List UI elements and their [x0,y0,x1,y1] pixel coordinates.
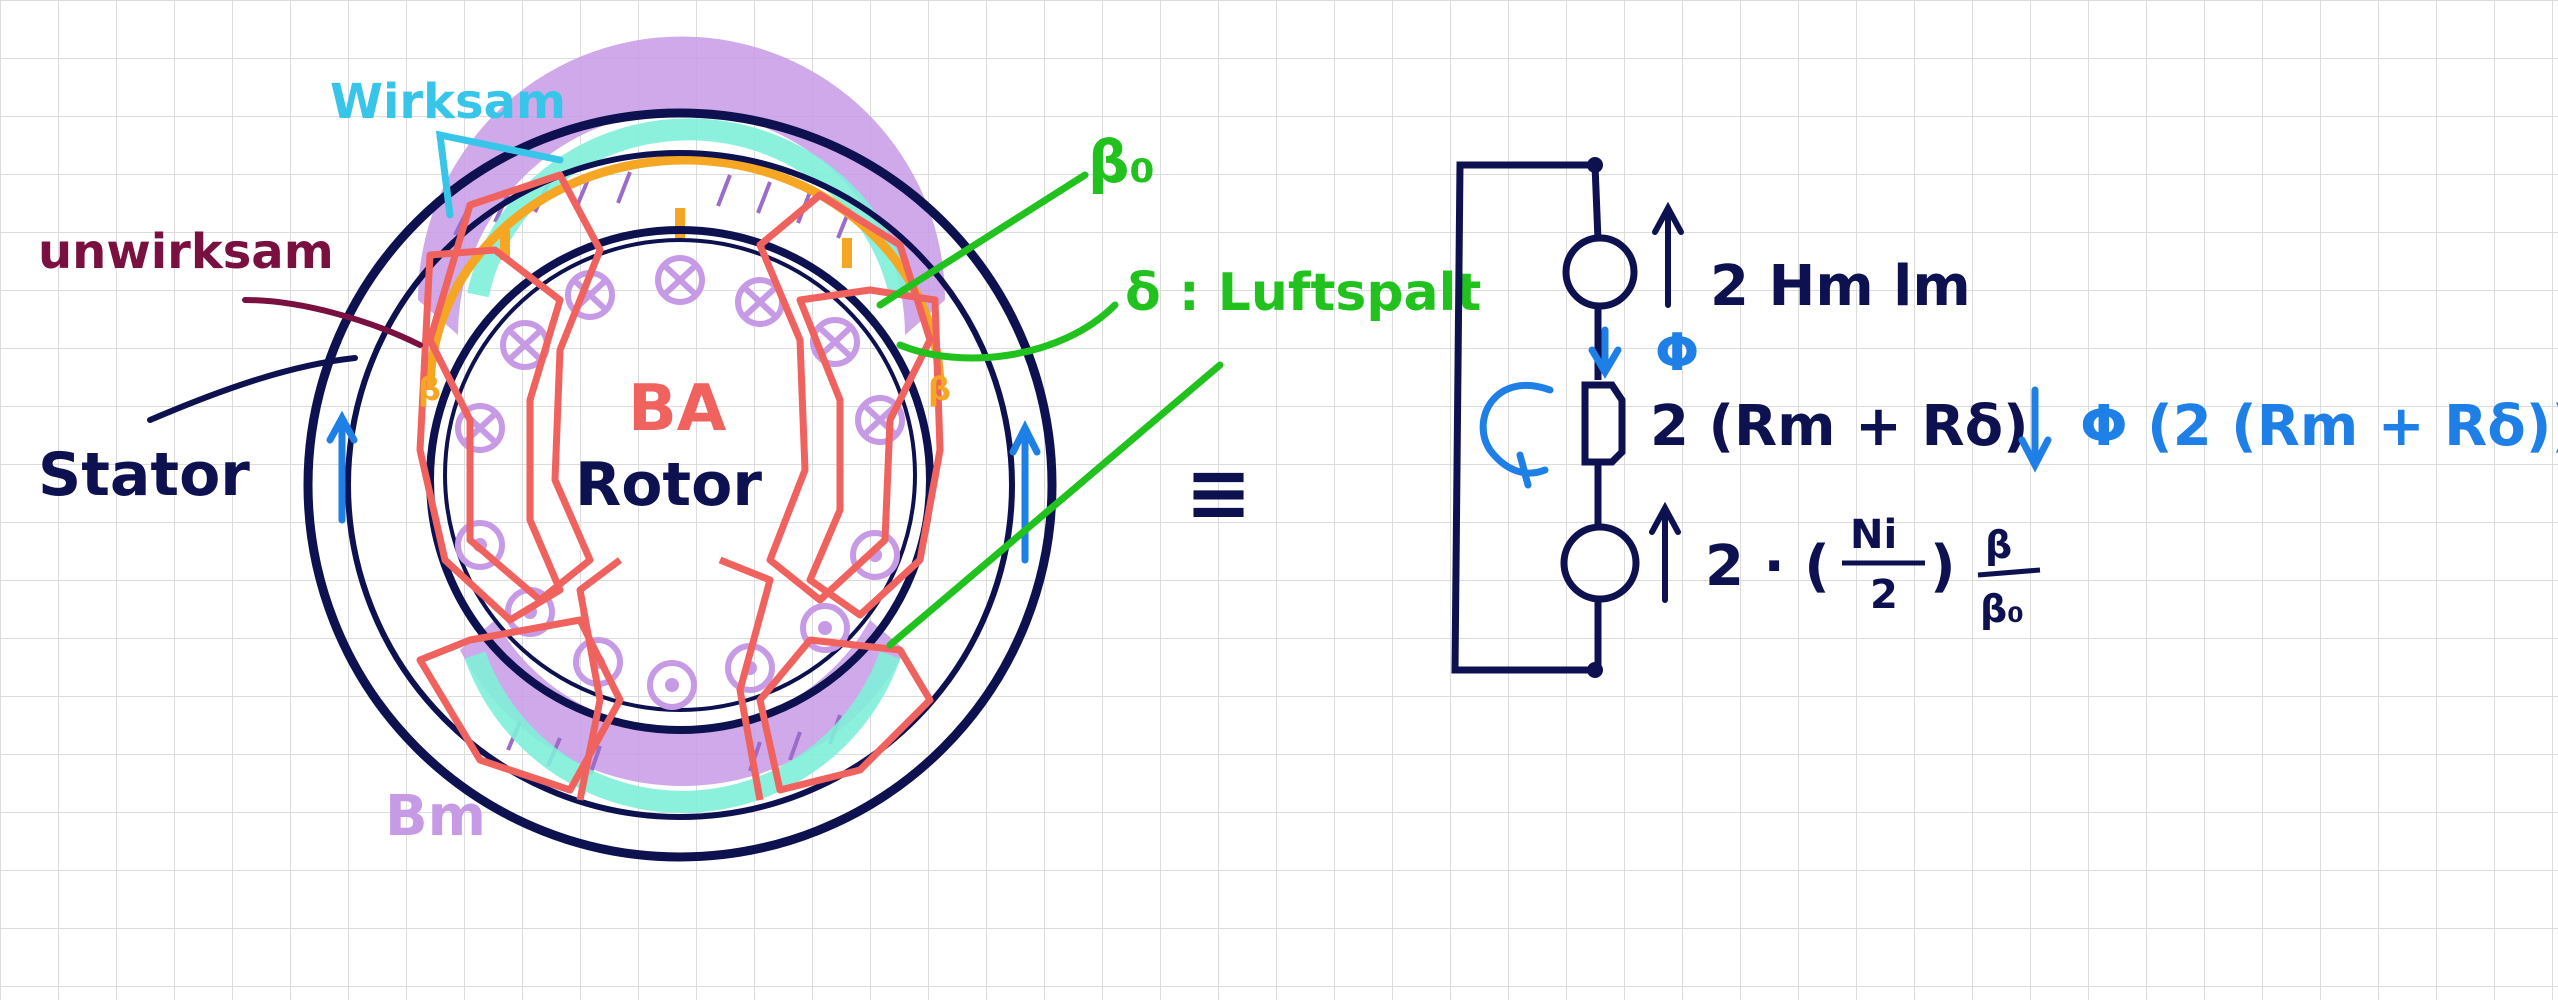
luftspalt-pointer-top [896,301,1119,362]
airgap-bottom [464,651,901,813]
label-stator: Stator [38,440,250,510]
label-beta0: β₀ [1088,128,1155,196]
unwirksam-pointer [242,297,423,348]
flux-direction-arrow [1588,326,1622,379]
label-luftspalt: δ : Luftspalt [1125,263,1481,323]
label-unwirksam: unwirksam [38,224,334,280]
circuit-wire-left [1451,161,1595,674]
source-bottom-suffix: ) [1930,534,1956,599]
mmf-source-top [1562,234,1638,310]
circuit-wire-right [1591,164,1602,670]
flux-arrow-right [1009,420,1041,564]
beta-numerator: β [1985,523,2012,567]
resistance-label: 2 (Rm + Rδ) [1650,394,2029,459]
rotor-inner [443,238,917,712]
reluctance-element [1581,381,1626,466]
flux-arrow-left [326,410,358,524]
flux-term-arrow [2018,386,2052,473]
label-wirksam: Wirksam [330,74,566,130]
magnet-top [418,36,945,335]
source-bottom-arrow [1649,501,1681,603]
stator-outer [303,108,1057,862]
mesh-arrow [1479,381,1554,489]
label-ba: BA [628,372,727,446]
source-top-label: 2 Hm lm [1710,254,1971,319]
source-bottom-prefix: 2 · ( [1705,534,1830,599]
beta0-pointer [876,171,1089,309]
equivalent-circuit: 2 Hm lm Φ 2 (Rm + Rδ) Φ (2 (Rm + Rδ)) 2 … [1451,157,2558,678]
flux-term-label: Φ (2 (Rm + Rδ)) [2080,394,2558,459]
flux-paths [416,171,944,801]
motor-diagram [303,36,1057,862]
beta-denominator: β₀ [1980,587,2024,631]
equivalence-symbol: ≡ [1185,446,1252,539]
stator-inner [345,150,1015,820]
label-bm: Bm [385,784,486,849]
wirksam-pointer [435,130,564,219]
fraction-numerator: Ni [1850,512,1897,558]
fraction-denominator: 2 [1870,572,1898,618]
label-rotor: Rotor [575,450,762,520]
stator-pointer [147,355,358,423]
flux-symbol-label: Φ [1655,323,1699,383]
luftspalt-pointer-bottom [886,361,1224,649]
mmf-source-bottom [1560,523,1640,603]
source-top-arrow [1652,201,1684,308]
label-beta-right: β [928,370,951,408]
label-beta-left: β [418,370,441,408]
